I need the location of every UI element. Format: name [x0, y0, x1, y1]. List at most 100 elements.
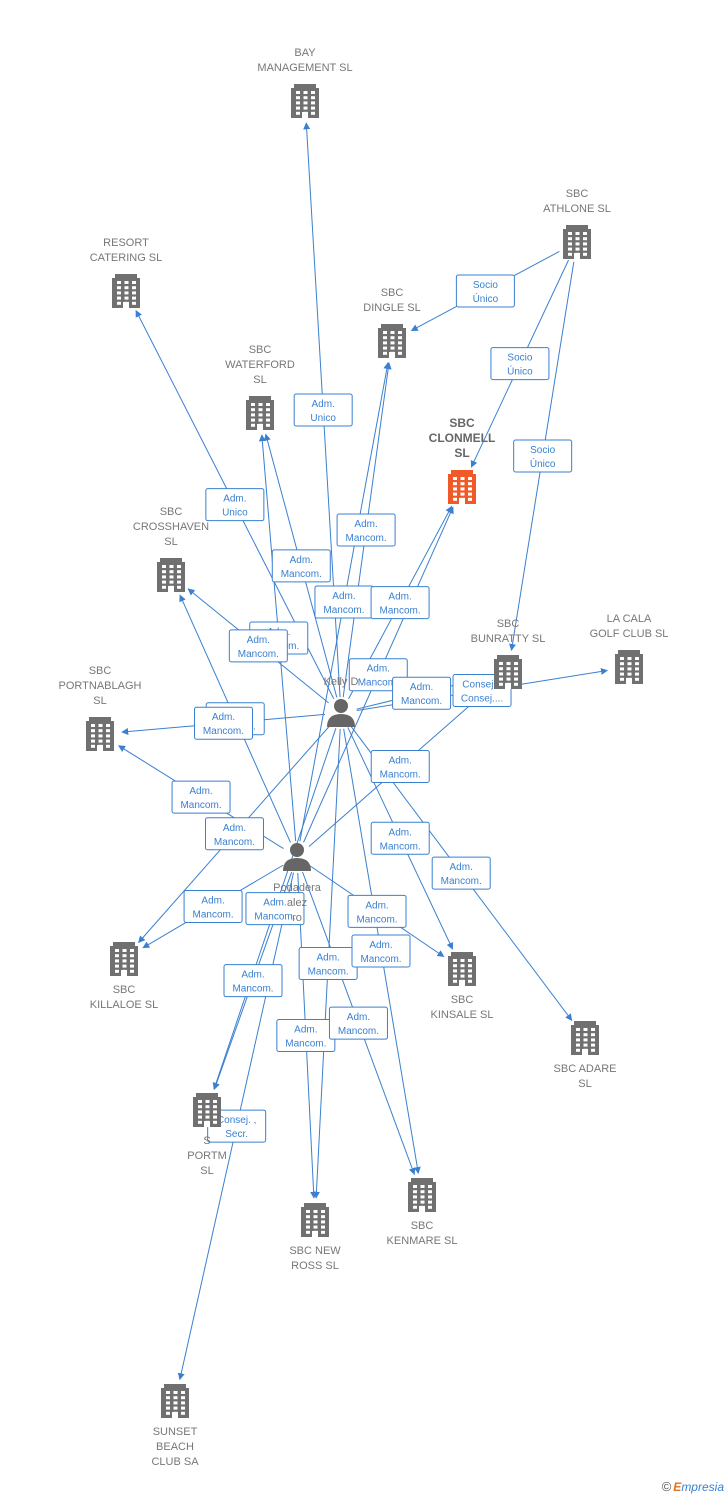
company-node-waterford[interactable]: SBC WATERFORD SL: [225, 344, 295, 430]
building-icon: [193, 1093, 221, 1127]
edge-label-kelly-killaloe[interactable]: Adm.Mancom.: [204, 817, 264, 851]
edge-label-podadera-portm[interactable]: Adm.Mancom.: [223, 964, 283, 998]
node-label-line: ROSS SL: [291, 1260, 339, 1272]
edge-label-podadera-portnablagh[interactable]: Adm.Mancom.: [171, 780, 231, 814]
edge-label-box: [183, 889, 243, 923]
building-icon: [157, 558, 185, 592]
edge-label-podadera-killaloe[interactable]: Adm.Mancom.: [183, 889, 243, 923]
node-label-line: SBC: [451, 994, 474, 1006]
edge-label-box: [336, 513, 396, 547]
node-label-line: SBC: [381, 287, 404, 299]
edge-label-kelly-kinsale[interactable]: Adm.Mancom.: [370, 821, 430, 855]
node-label-line: S: [203, 1135, 210, 1147]
edge-label-box: [347, 894, 407, 928]
edge-label-box: [328, 1006, 388, 1040]
edge-label-line: Consej....: [461, 693, 503, 704]
node-label-line: SBC: [566, 188, 589, 200]
edge-label-line: Adm.: [247, 635, 270, 646]
node-label-line: SBC: [411, 1220, 434, 1232]
edge-label-podadera-dingle[interactable]: Adm.Mancom.: [314, 585, 374, 619]
node-label-line: Podadera: [273, 882, 322, 894]
node-label-line: SBC: [249, 344, 272, 356]
node-label-line: SL: [253, 374, 266, 386]
edge-label-line: Mancom.: [441, 876, 482, 887]
edge-label-line: Adm.: [450, 862, 473, 873]
edge-label-box: [271, 549, 331, 583]
edge-label-podadera-bunratty[interactable]: Adm.Mancom.: [370, 749, 430, 783]
edge-label-box: [293, 393, 353, 427]
edge-label-line: Mancom.: [358, 678, 399, 689]
node-label-line: CLONMELL: [429, 431, 496, 445]
edge-label-line: Unico: [222, 508, 248, 519]
edge-label-line: Adm.: [312, 399, 335, 410]
edge-label-kelly-resort[interactable]: Adm. Unico: [205, 488, 265, 522]
building-icon: [563, 225, 591, 259]
edge-label-kelly-waterford[interactable]: Adm.Mancom.: [271, 549, 331, 583]
edge-label-kelly-portm[interactable]: Adm.Mancom.: [245, 892, 305, 926]
brand-rest: mpresia: [681, 1480, 724, 1494]
edge-label-line: Socio: [473, 280, 498, 291]
edge-label-line: Adm.: [201, 895, 224, 906]
node-label-line: SBC ADARE: [554, 1063, 617, 1075]
node-label-line: SBC: [449, 416, 475, 430]
edge-label-kelly-bay[interactable]: Adm.Unico: [293, 393, 353, 427]
building-icon: [246, 396, 274, 430]
edge-label-line: Socio: [507, 353, 532, 364]
edge-label-kelly-crosshaven[interactable]: Adm. Mancom.: [228, 629, 288, 663]
edge-label-kelly-adare[interactable]: Adm. Mancom.: [431, 856, 491, 890]
node-label-line: SBC: [113, 984, 136, 996]
person-node-kelly[interactable]: Kelly D: [324, 676, 359, 727]
node-label-line: WATERFORD: [225, 359, 295, 371]
node-label-line: ro: [292, 912, 302, 924]
building-icon: [448, 952, 476, 986]
edge-label-line: Mancom.: [346, 533, 387, 544]
edge-label-line: Adm.: [223, 494, 246, 505]
brand-first-letter: E: [673, 1480, 682, 1494]
building-icon: [301, 1203, 329, 1237]
edge-label-podadera-kenmare[interactable]: Adm.Mancom.: [328, 1006, 388, 1040]
edge-label-box: [370, 586, 430, 620]
edge-label-podadera-newross[interactable]: Adm.Mancom.: [276, 1019, 336, 1053]
edge-label-kelly-newross[interactable]: Adm.Mancom.: [298, 947, 358, 981]
edge-label-kelly-portnablagh[interactable]: Adm.Mancom.: [193, 706, 253, 740]
edge-label-kelly-dingle[interactable]: Adm.Mancom.: [336, 513, 396, 547]
building-icon: [378, 324, 406, 358]
building-icon: [86, 717, 114, 751]
edge-label-line: Único: [507, 365, 533, 378]
edge-label-kelly-kenmare[interactable]: Adm.Mancom.: [351, 934, 411, 968]
node-label-line: SL: [93, 695, 106, 707]
edge-label-line: Mancom.: [380, 841, 421, 852]
person-icon: [283, 843, 311, 871]
edge-label-kelly-clonmell[interactable]: Adm.Mancom.: [370, 586, 430, 620]
edge-label-line: Mancom.: [238, 649, 279, 660]
edge-label-podadera-kinsale[interactable]: Adm.Mancom.: [347, 894, 407, 928]
node-label-line: SBC: [89, 665, 112, 677]
edge-label-line: Adm.: [365, 900, 388, 911]
edge-label-line: Adm.: [263, 898, 286, 909]
node-label-line: Kelly D: [324, 676, 359, 688]
node-label-line: BUNRATTY SL: [471, 633, 546, 645]
edge-label-line: Adm.: [389, 755, 412, 766]
edge-label-kelly-bunratty[interactable]: Adm.Mancom.: [392, 676, 452, 710]
